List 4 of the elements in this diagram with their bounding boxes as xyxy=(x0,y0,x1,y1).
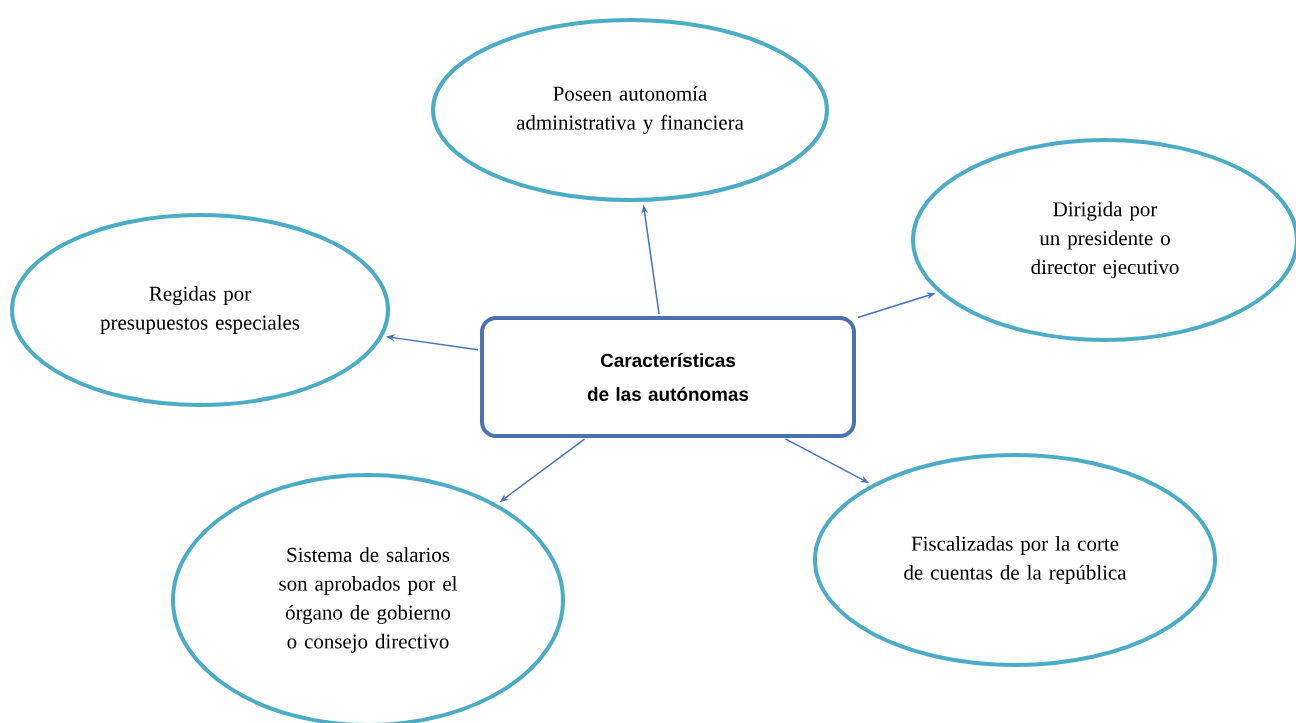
ellipse-node: Regidas por presupuestos especiales xyxy=(10,213,390,407)
ellipse-node: Poseen autonomía administrativa y financiera xyxy=(431,18,829,202)
central-box: Características de las autónomas xyxy=(480,316,856,438)
ellipse-node: Fiscalizadas por la corte de cuentas de la república xyxy=(813,453,1217,667)
